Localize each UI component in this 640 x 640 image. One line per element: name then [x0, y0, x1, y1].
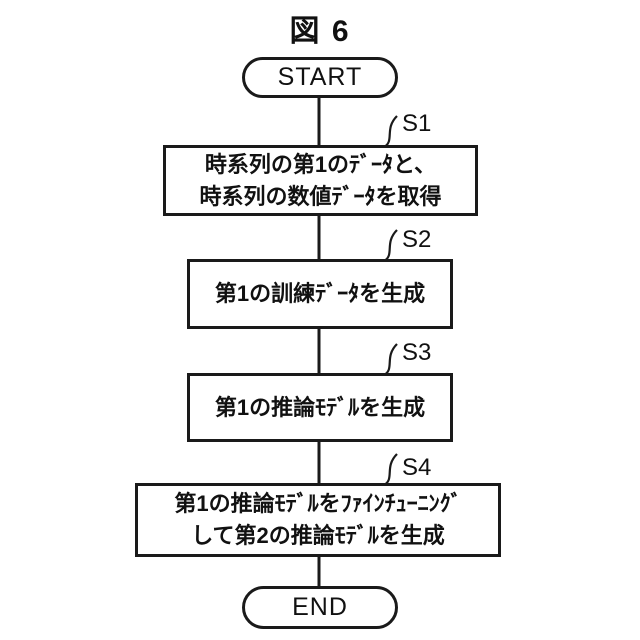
step-text-line: 時系列の数値ﾃﾞｰﾀを取得: [199, 183, 442, 209]
step-label-s1: S1: [402, 110, 432, 137]
step-text-line: 第1の訓練ﾃﾞｰﾀを生成: [214, 281, 426, 306]
step-label-s2: S2: [402, 226, 432, 253]
step-box-s4: 第1の推論ﾓﾃﾞﾙをﾌｧｲﾝﾁｭｰﾆﾝｸﾞ して第2の推論ﾓﾃﾞﾙを生成: [135, 483, 501, 557]
leader-line-s1: [383, 115, 398, 148]
step-text-line: 第1の推論ﾓﾃﾞﾙを生成: [214, 394, 426, 420]
step-box-s1: 時系列の第1のﾃﾞｰﾀと、 時系列の数値ﾃﾞｰﾀを取得: [163, 145, 478, 216]
step-box-s3: 第1の推論ﾓﾃﾞﾙを生成: [187, 373, 453, 442]
step-text-line: 第1の推論ﾓﾃﾞﾙをﾌｧｲﾝﾁｭｰﾆﾝｸﾞ: [174, 491, 462, 516]
leader-line-s3: [383, 343, 398, 376]
leader-line-s4: [383, 453, 398, 486]
start-terminal: START: [242, 57, 398, 98]
step-label-s3: S3: [402, 339, 432, 366]
end-label: END: [292, 593, 348, 621]
start-label: START: [277, 63, 363, 91]
step-box-s2: 第1の訓練ﾃﾞｰﾀを生成: [187, 259, 453, 329]
figure-title: 図 6: [289, 15, 351, 48]
step-text-line: 時系列の第1のﾃﾞｰﾀと、: [204, 151, 437, 177]
step-text-line: して第2の推論ﾓﾃﾞﾙを生成: [191, 523, 445, 548]
leader-line-s2: [383, 229, 398, 262]
step-label-s4: S4: [402, 454, 432, 481]
end-terminal: END: [242, 586, 398, 629]
